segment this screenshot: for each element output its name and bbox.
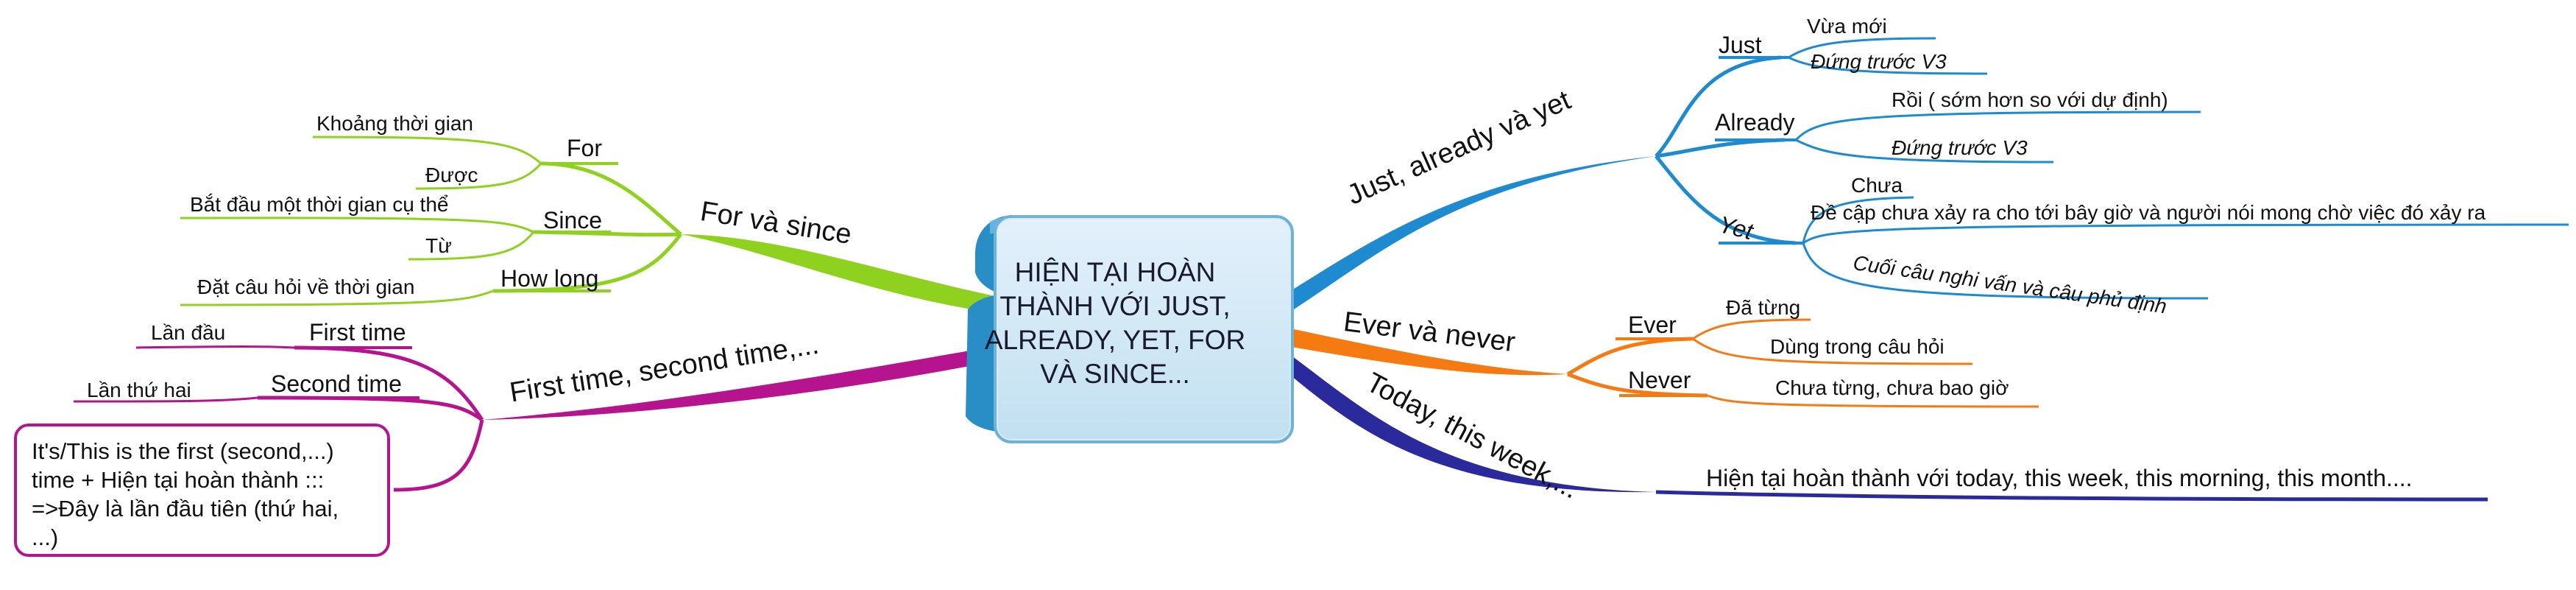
leaf-since-1[interactable]: Bắt đầu một thời gian cụ thể	[190, 193, 449, 216]
note-line: time + Hiện tại hoàn thành :::	[32, 467, 325, 493]
branch-for-since-trunk	[681, 234, 995, 313]
leaf-just-1[interactable]: Vừa mới	[1807, 15, 1887, 38]
link-second-1	[73, 396, 258, 403]
topic-already[interactable]: Already	[1715, 109, 1795, 136]
link-for-1	[312, 136, 542, 165]
leaf-already-1[interactable]: Rồi ( sớm hơn so với dự định)	[1892, 88, 2168, 111]
link-since-2	[408, 231, 535, 261]
leaf-since-2[interactable]: Từ	[425, 234, 452, 257]
leaf-yet-2[interactable]: Đề cập chưa xảy ra cho tới bây giờ và ng…	[1811, 201, 2486, 224]
note-line: ...)	[32, 524, 59, 550]
link-today-1	[1655, 490, 2488, 502]
branch-today-trunk	[1287, 352, 1656, 493]
link-since-1	[180, 217, 534, 233]
topic-for[interactable]: For	[567, 135, 602, 161]
note-line: =>Đây là lần đầu tiên (thứ hai,	[32, 496, 339, 521]
topic-second-time[interactable]: Second time	[271, 370, 402, 397]
leaf-yet-1[interactable]: Chưa	[1851, 174, 1903, 197]
leaf-for-1[interactable]: Khoảng thời gian	[316, 112, 473, 135]
link-just-1	[1788, 37, 1936, 59]
central-topic-line: already, yet, for	[984, 325, 1246, 355]
link-note	[393, 419, 484, 492]
central-topic-text: Hiện tại hoàn thành với just, already, y…	[938, 256, 1292, 391]
topic-ever[interactable]: Ever	[1628, 312, 1677, 338]
link-just	[1655, 55, 1782, 158]
topic-since[interactable]: Since	[543, 207, 603, 233]
leaf-never-1[interactable]: Chưa từng, chưa bao giờ	[1775, 376, 2009, 399]
leaf-ever-1[interactable]: Đã từng	[1726, 296, 1801, 319]
link-never-1	[1707, 394, 2039, 408]
link-just-2	[1788, 56, 1988, 75]
link-for-2	[415, 163, 542, 190]
leaf-today-1[interactable]: Hiện tại hoàn thành với today, this week…	[1706, 465, 2413, 491]
leaf-ever-2[interactable]: Dùng trong câu hỏi	[1770, 335, 1945, 358]
topic-just[interactable]: Just	[1719, 32, 1762, 58]
topic-first-time[interactable]: First time	[309, 319, 406, 345]
link-yet-2	[1802, 223, 2569, 245]
leaf-already-2[interactable]: Đứng trước V3	[1892, 136, 2028, 159]
link-ever-1	[1692, 318, 1811, 340]
leaf-how-long-1[interactable]: Đặt câu hỏi về thời gian	[197, 275, 415, 298]
branch-just-already-yet-trunk	[1284, 156, 1656, 309]
link-already-2	[1795, 138, 2054, 164]
leaf-just-2[interactable]: Đứng trước V3	[1811, 50, 1947, 73]
leaf-first-1[interactable]: Lần đầu	[151, 321, 226, 344]
central-topic-box[interactable]	[994, 215, 1294, 443]
central-topic-line: và since...	[1040, 359, 1190, 389]
link-already	[1655, 138, 1786, 158]
link-second	[257, 396, 484, 422]
topic-never[interactable]: Never	[1628, 367, 1691, 393]
leaf-second-1[interactable]: Lần thứ hai	[87, 379, 191, 401]
topic-how-long[interactable]: How long	[500, 265, 599, 292]
link-how-long-1	[180, 289, 494, 306]
link-yet-3	[1802, 242, 2209, 300]
central-topic-line: Hiện tại hoàn	[1014, 257, 1216, 287]
link-first-1	[135, 345, 295, 349]
branch-ever-never-trunk	[1287, 328, 1568, 376]
link-for	[540, 161, 682, 236]
first-time-note-box[interactable]: It's/This is the first (second,...) time…	[14, 424, 390, 557]
link-yet-1	[1802, 196, 1914, 244]
central-topic-line: thành với just,	[999, 291, 1231, 321]
link-yet	[1655, 155, 1797, 245]
link-already-1	[1794, 110, 2201, 141]
leaf-for-2[interactable]: Được	[425, 164, 478, 186]
link-ever-2	[1692, 337, 1973, 365]
note-line: It's/This is the first (second,...)	[32, 438, 334, 464]
